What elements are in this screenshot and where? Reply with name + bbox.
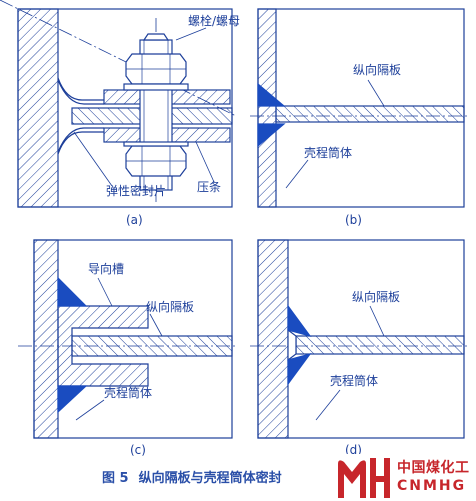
figure-title: 纵向隔板与壳程筒体密封: [138, 471, 282, 486]
label-baffle-d: 纵向隔板: [352, 290, 401, 304]
bolt-tip: [142, 33, 170, 41]
panel-b: [250, 8, 468, 208]
subfigure-d-label: (d): [345, 443, 362, 457]
shell-wall-b: [257, 8, 277, 208]
panel-a: [0, 0, 237, 208]
watermark-cn: 中国煤化工: [397, 460, 470, 476]
figure-caption: 图 5 纵向隔板与壳程筒体密封: [102, 467, 282, 486]
label-pressing-strip: 压条: [197, 180, 222, 194]
label-shell-c: 壳程筒体: [104, 386, 153, 400]
label-shell-d: 壳程筒体: [330, 374, 379, 388]
guide-groove-c: [57, 305, 149, 387]
subfigure-a-label: (a): [126, 213, 143, 227]
subfigure-c-label: (c): [130, 443, 146, 457]
weld-upper-b: [257, 82, 286, 107]
baffle-d: [295, 335, 465, 355]
shell-wall-c: [33, 239, 59, 439]
elastic-seal-upper: [57, 77, 104, 101]
weld-lower-b: [257, 123, 286, 148]
baffle-c: [71, 335, 233, 357]
subfigure-b-label: (b): [345, 213, 362, 227]
panel-c: [18, 239, 236, 439]
gap-d: [287, 328, 297, 362]
label-elastic-seal: 弹性密封片: [106, 184, 167, 198]
weld-lower-d: [287, 352, 312, 386]
elastic-seal-upper2: [57, 79, 104, 105]
logo-mark-icon: [338, 458, 390, 498]
elastic-seal-lower: [57, 131, 104, 155]
label-baffle-b: 纵向隔板: [353, 63, 402, 77]
weld-upper-c: [57, 276, 88, 307]
watermark-en: CNMHG: [397, 478, 467, 494]
shell-wall-d: [257, 239, 289, 439]
label-baffle-c: 纵向隔板: [146, 300, 195, 314]
weld-upper-d: [287, 304, 312, 338]
label-guide-groove: 导向槽: [88, 262, 125, 276]
watermark-logo: 中国煤化工 CNMHG: [334, 454, 476, 501]
figure-number: 图 5: [102, 471, 129, 486]
label-shell-b: 壳程筒体: [304, 146, 353, 160]
elastic-seal-lower2: [57, 127, 104, 153]
shell-wall-a: [17, 8, 59, 208]
label-bolt-nut: 螺栓/螺母: [188, 14, 241, 28]
baffle-b: [275, 105, 465, 123]
weld-lower-c: [57, 385, 88, 414]
panel-d: [250, 239, 468, 439]
